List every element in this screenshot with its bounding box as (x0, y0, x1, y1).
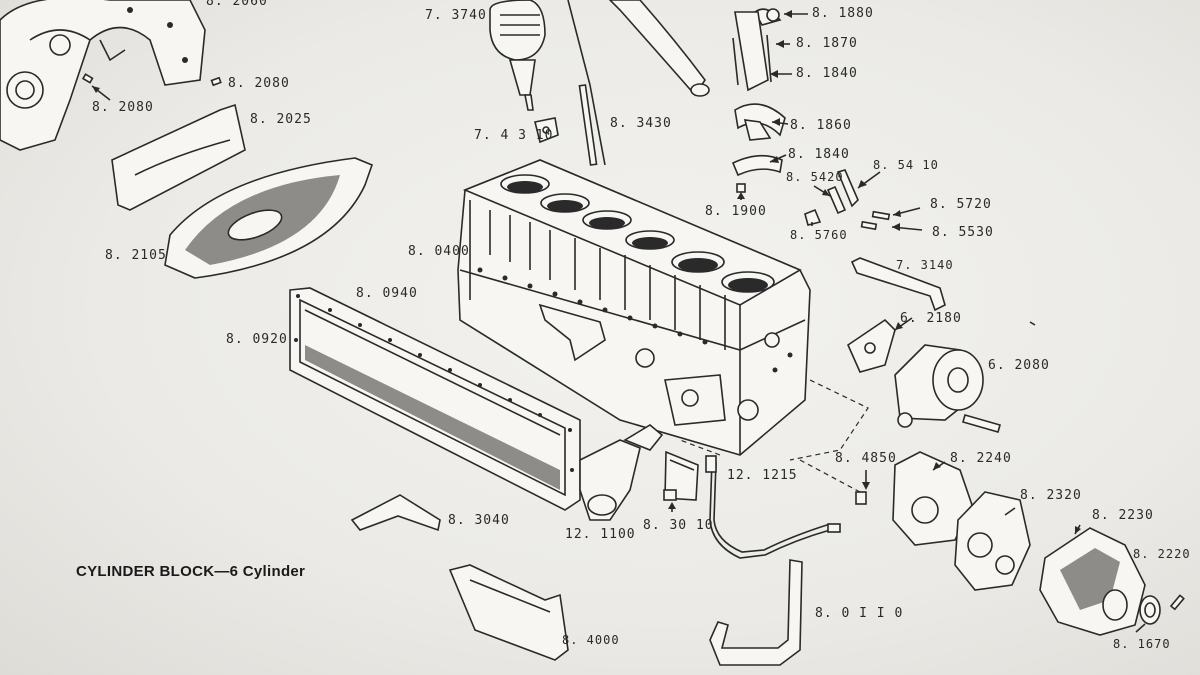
label-8-5760: 8. 5760 (790, 228, 848, 242)
mount-bracket (350, 494, 441, 532)
fuel-pump (579, 424, 664, 521)
label-6-2180: 6. 2180 (900, 311, 962, 326)
flywheel-pan (164, 157, 374, 279)
timing-gasket (954, 491, 1031, 591)
leader-lines (679, 379, 869, 493)
seal-retainer (111, 103, 246, 211)
label-8-5720: 8. 5720 (930, 197, 992, 212)
label-8-1870: 8. 1870 (796, 36, 858, 51)
bracket (850, 257, 946, 312)
label-12-1100: 12. 1100 (565, 527, 636, 542)
label-7-4310: 7. 4 3 10 (474, 128, 554, 143)
oil-line (705, 455, 841, 559)
connecting-rod-assembly (731, 8, 808, 200)
label-8-2060: 8. 2060 (206, 0, 268, 9)
dipstick (567, 0, 606, 166)
label-8-4850: 8. 4850 (835, 451, 897, 466)
front-plate (892, 451, 973, 546)
label-8-2220: 8. 2220 (1133, 547, 1191, 561)
label-8-2025: 8. 2025 (250, 112, 312, 127)
label-8-2080-upper: 8. 2080 (228, 76, 290, 91)
label-8-0110: 8. 0 I I 0 (815, 606, 904, 621)
bell-housing (0, 0, 206, 151)
crank-seal (1135, 594, 1185, 633)
rocker-parts (804, 169, 923, 231)
diagram-title: CYLINDER BLOCK—6 Cylinder (76, 563, 306, 580)
label-7-3740: 7. 3740 (425, 8, 487, 23)
label-8-4000: 8. 4000 (562, 633, 620, 647)
label-8-5530: 8. 5530 (932, 225, 994, 240)
label-8-0400: 8. 0400 (408, 244, 470, 259)
label-8-1670: 8. 1670 (1113, 637, 1171, 651)
label-8-1860: 8. 1860 (790, 118, 852, 133)
label-8-1900: 8. 1900 (705, 204, 767, 219)
cylinder-block (457, 159, 811, 456)
cover-plate (663, 450, 699, 512)
label-12-1215: 12. 1215 (727, 468, 798, 483)
label-8-5410: 8. 54 10 (873, 158, 939, 172)
distributor-clamp (534, 117, 559, 144)
label-8-2320: 8. 2320 (1020, 488, 1082, 503)
label-6-2080: 6. 2080 (988, 358, 1050, 373)
label-8-3430: 8. 3430 (610, 116, 672, 131)
upper-tube (608, 0, 710, 97)
label-8-1840-lower: 8. 1840 (788, 147, 850, 162)
side-cover (289, 287, 581, 511)
water-pump (846, 317, 1001, 433)
label-8-1840-upper: 8. 1840 (796, 66, 858, 81)
label-8-5420: 8. 5420 (786, 170, 844, 184)
label-8-2240: 8. 2240 (950, 451, 1012, 466)
label-8-2230: 8. 2230 (1092, 508, 1154, 523)
distributor (489, 0, 546, 111)
label-8-3010: 8. 30 10 (643, 518, 714, 533)
label-8-0940: 8. 0940 (356, 286, 418, 301)
label-8-0920: 8. 0920 (226, 332, 288, 347)
label-7-3140: 7. 3140 (896, 258, 954, 272)
label-8-3040: 8. 3040 (448, 513, 510, 528)
timing-cover (1039, 524, 1146, 636)
front-support (709, 559, 803, 666)
label-8-2105: 8. 2105 (105, 248, 167, 263)
label-8-1880: 8. 1880 (812, 6, 874, 21)
scratch-mark (1029, 321, 1036, 326)
heat-shield (448, 564, 569, 661)
dowel-pins (81, 73, 222, 101)
label-8-2080-lower: 8. 2080 (92, 100, 154, 115)
drain-fitting (855, 470, 870, 505)
